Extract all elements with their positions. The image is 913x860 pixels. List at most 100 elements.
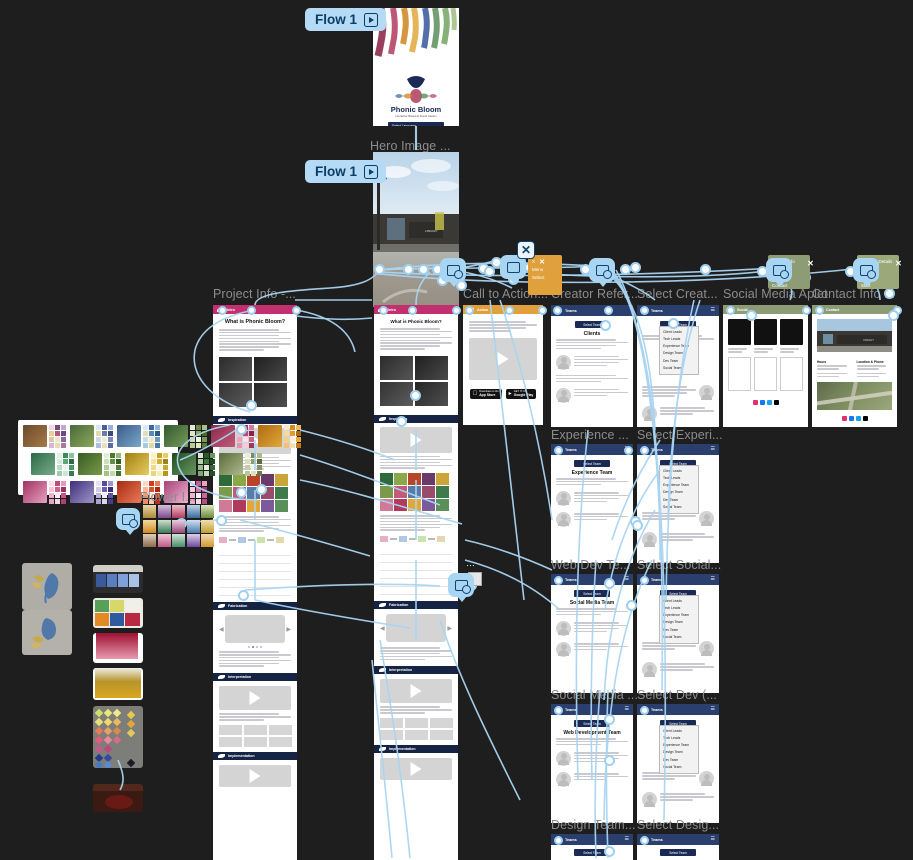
- connector-node[interactable]: [815, 306, 824, 315]
- frame-social-aplet[interactable]: Social: [723, 305, 808, 427]
- connector-node[interactable]: [632, 520, 643, 531]
- dropdown-option[interactable]: Experience Team: [663, 483, 690, 488]
- dropdown-option[interactable]: Social Team: [663, 764, 682, 769]
- connector-node[interactable]: [505, 306, 514, 315]
- section-inspiration[interactable]: Inspiration: [374, 414, 458, 423]
- menu-icon[interactable]: ☰: [710, 706, 715, 712]
- language-select[interactable]: Select Language: [388, 122, 444, 126]
- dropdown-option[interactable]: Design Team: [663, 750, 683, 755]
- connector-node[interactable]: [604, 578, 615, 589]
- proto-badge-6[interactable]: [448, 573, 474, 602]
- connector-node[interactable]: [746, 310, 757, 321]
- connector-node[interactable]: [408, 306, 417, 315]
- connector-node[interactable]: [640, 576, 649, 585]
- team-dropdown-panel[interactable]: Client Leads Tech Leads Experience Team …: [659, 465, 699, 514]
- section-implementation[interactable]: Implementation: [374, 744, 458, 753]
- section-interpretation[interactable]: Interpretation: [213, 673, 297, 682]
- video-player[interactable]: [219, 764, 291, 787]
- dropdown-option[interactable]: Social Team: [663, 365, 682, 370]
- menu-icon[interactable]: ☰: [710, 836, 715, 842]
- connector-node[interactable]: [292, 306, 301, 315]
- menu-icon[interactable]: ☰: [624, 706, 629, 712]
- select-team-button[interactable]: Select Team: [660, 849, 696, 856]
- menu-icon[interactable]: ☰: [710, 307, 715, 313]
- frame-splash[interactable]: Phonic Bloom Interactive Botanical Sound…: [373, 8, 459, 126]
- carousel[interactable]: ◀ ▶: [380, 614, 452, 643]
- video-player[interactable]: [219, 686, 291, 711]
- photo-gold-dye-gradient[interactable]: [93, 668, 143, 700]
- connector-node[interactable]: [418, 264, 429, 275]
- dropdown-option[interactable]: Experience Team: [663, 344, 690, 349]
- connector-node[interactable]: [640, 446, 649, 455]
- dropdown-option[interactable]: Client Leads: [663, 330, 682, 334]
- connector-node[interactable]: [604, 714, 615, 725]
- section-fabrication[interactable]: Fabrication: [374, 601, 458, 610]
- connector-node[interactable]: [452, 306, 461, 315]
- connector-node[interactable]: [396, 416, 407, 427]
- connector-node[interactable]: [630, 262, 641, 273]
- photo-magenta-dye-gradient[interactable]: [93, 633, 143, 663]
- connector-node[interactable]: [465, 306, 474, 315]
- proto-badge-flower[interactable]: [116, 508, 140, 535]
- connector-node[interactable]: [554, 446, 563, 455]
- video-player[interactable]: [380, 426, 452, 453]
- connector-node[interactable]: [410, 390, 421, 401]
- photo-pigment-flowers-2[interactable]: [22, 610, 72, 655]
- connector-node[interactable]: [236, 487, 247, 498]
- connector-node[interactable]: [238, 590, 249, 601]
- connector-node[interactable]: [403, 264, 414, 275]
- close-icon[interactable]: ✕: [895, 259, 902, 268]
- dropdown-option[interactable]: Design Team: [663, 620, 683, 625]
- social-icons[interactable]: [728, 400, 803, 406]
- frame-select-design[interactable]: Teams ☰ Select Team: [637, 834, 719, 860]
- select-team-button[interactable]: Select Team: [660, 720, 696, 727]
- section-interpretation[interactable]: Interpretation: [374, 666, 458, 675]
- frame-social-media-team[interactable]: Teams ☰ Select Team Social Media Team: [551, 574, 633, 693]
- photo-dark-red-dye[interactable]: [93, 784, 143, 812]
- connector-node[interactable]: [216, 515, 227, 526]
- frame-design-team[interactable]: Teams ☰ Select Team: [551, 834, 633, 860]
- section-implementation[interactable]: Implementation: [213, 751, 297, 760]
- dropdown-option[interactable]: Experience Team: [663, 743, 690, 748]
- dropdown-option[interactable]: Client Leads: [663, 469, 682, 473]
- dropdown-option[interactable]: Social Team: [663, 634, 682, 639]
- frame-experience-team[interactable]: Teams ☰ Select Team Experience Team: [551, 444, 633, 563]
- section-fabrication[interactable]: Fabrication: [213, 602, 297, 611]
- connector-node[interactable]: [236, 424, 247, 435]
- connector-node[interactable]: [256, 484, 267, 495]
- social-icons[interactable]: [817, 415, 892, 421]
- connector-node[interactable]: [247, 306, 256, 315]
- section-inspiration[interactable]: Inspiration: [213, 415, 297, 424]
- carousel-prev-icon[interactable]: ◀: [380, 626, 385, 633]
- dropdown-option[interactable]: Client Leads: [663, 729, 682, 733]
- team-dropdown-panel[interactable]: Client Leads Tech Leads Experience Team …: [659, 595, 699, 644]
- video-player[interactable]: [469, 337, 537, 380]
- select-team-button[interactable]: Select Team: [574, 460, 610, 467]
- connector-node[interactable]: [554, 706, 563, 715]
- dropdown-option[interactable]: Social Team: [663, 504, 682, 509]
- connector-node[interactable]: [884, 288, 895, 299]
- dropdown-option[interactable]: Client Leads: [663, 599, 682, 603]
- video-player[interactable]: [380, 757, 452, 780]
- flower-thumbnail-cluster[interactable]: [143, 505, 214, 547]
- connector-node[interactable]: [604, 306, 613, 315]
- proto-badge-5[interactable]: [853, 258, 879, 287]
- frame-project-info[interactable]: Intro What is Phonic Bloom? Inspiration: [213, 305, 297, 860]
- map-thumbnail[interactable]: [817, 381, 892, 410]
- connector-node[interactable]: [553, 306, 562, 315]
- dropdown-option[interactable]: Tech Leads: [663, 476, 681, 481]
- menu-icon[interactable]: ☰: [624, 836, 629, 842]
- connector-node[interactable]: [604, 755, 615, 766]
- dropdown-option[interactable]: Dev Team: [663, 757, 679, 762]
- dropdown-option[interactable]: Tech Leads: [663, 736, 681, 741]
- dropdown-option[interactable]: Dev Team: [663, 497, 679, 502]
- menu-item[interactable]: Select: [532, 274, 545, 280]
- photo-blue-dye-swatches[interactable]: [93, 565, 143, 593]
- connector-node[interactable]: [640, 306, 649, 315]
- proto-badge-4[interactable]: [766, 258, 792, 287]
- proto-badge-1[interactable]: [440, 258, 466, 287]
- close-icon[interactable]: ✕: [807, 259, 814, 268]
- flow-badge-2[interactable]: Flow 1: [305, 160, 387, 183]
